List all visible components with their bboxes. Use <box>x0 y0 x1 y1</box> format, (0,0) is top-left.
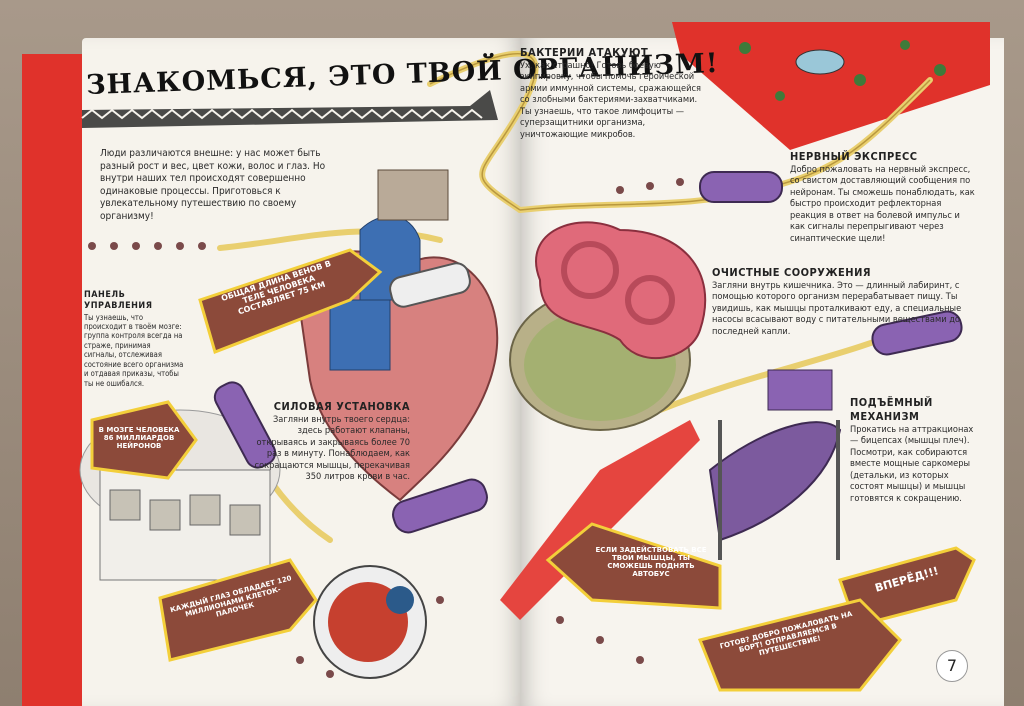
sign-welcome <box>697 598 903 692</box>
section-bacteria: БАКТЕРИИ АТАКУЮТ Ух, как страшно! Готовь… <box>520 46 710 140</box>
bacteria-zone <box>672 22 990 150</box>
section-cleaning: ОЧИСТНЫЕ СООРУЖЕНИЯ Загляни внутрь кишеч… <box>712 266 972 337</box>
section-text: Загляни внутрь твоего сердца: здесь рабо… <box>254 413 410 483</box>
sign-brain <box>90 400 198 480</box>
section-heading: ОЧИСТНЫЕ СООРУЖЕНИЯ <box>712 266 871 279</box>
sign-eye <box>158 558 318 662</box>
sign-brain-text: В МОЗГЕ ЧЕЛОВЕКА 86 МИЛЛИАРДОВ НЕЙРОНОВ <box>98 426 180 451</box>
sign-vessels <box>198 248 383 354</box>
section-text: Добро пожаловать на нервный экспресс, со… <box>790 163 975 244</box>
intestine-illustration <box>509 221 707 431</box>
section-heading: БАКТЕРИИ АТАКУЮТ <box>520 46 649 59</box>
heart-illustration <box>298 169 499 502</box>
biceps-ride <box>708 369 842 560</box>
section-control: ПАНЕЛЬ УПРАВЛЕНИЯ Ты узнаешь, что происх… <box>84 290 184 388</box>
section-text: Ты узнаешь, что происходит в твоём мозге… <box>84 312 184 388</box>
section-text: Ух, как страшно! Готовь боевую экипировк… <box>520 59 701 140</box>
book-cover-edge <box>22 54 92 706</box>
section-text: Загляни внутрь кишечника. Это — длинный … <box>712 279 962 337</box>
title-zigzag <box>82 90 498 128</box>
section-text: Прокатись на аттракционах — бицепсах (мы… <box>850 423 974 504</box>
sign-muscles-text: ЕСЛИ ЗАДЕЙСТВОВАТЬ ВСЕ ТВОИ МЫШЦЫ, ТЫ СМ… <box>595 546 707 579</box>
section-heading: СИЛОВАЯ УСТАНОВКА <box>273 400 410 413</box>
muscle-ramp <box>500 420 700 620</box>
section-heading: ПОДЪЁМНЫЙ МЕХАНИЗМ <box>850 396 933 423</box>
section-heading: НЕРВНЫЙ ЭКСПРЕСС <box>790 150 918 163</box>
page-number: 7 <box>936 650 968 682</box>
section-heading: ПАНЕЛЬ УПРАВЛЕНИЯ <box>84 290 153 312</box>
eye-illustration <box>313 565 427 679</box>
section-power: СИЛОВАЯ УСТАНОВКА Загляни внутрь твоего … <box>250 400 410 483</box>
section-lift: ПОДЪЁМНЫЙ МЕХАНИЗМ Прокатись на аттракци… <box>850 396 980 504</box>
sign-muscles <box>545 522 722 610</box>
intro-text: Люди различаются внешне: у нас может быт… <box>100 148 326 222</box>
crowd-figures <box>88 178 684 678</box>
nerve-train <box>213 171 963 534</box>
section-nerve: НЕРВНЫЙ ЭКСПРЕСС Добро пожаловать на нер… <box>790 150 976 244</box>
